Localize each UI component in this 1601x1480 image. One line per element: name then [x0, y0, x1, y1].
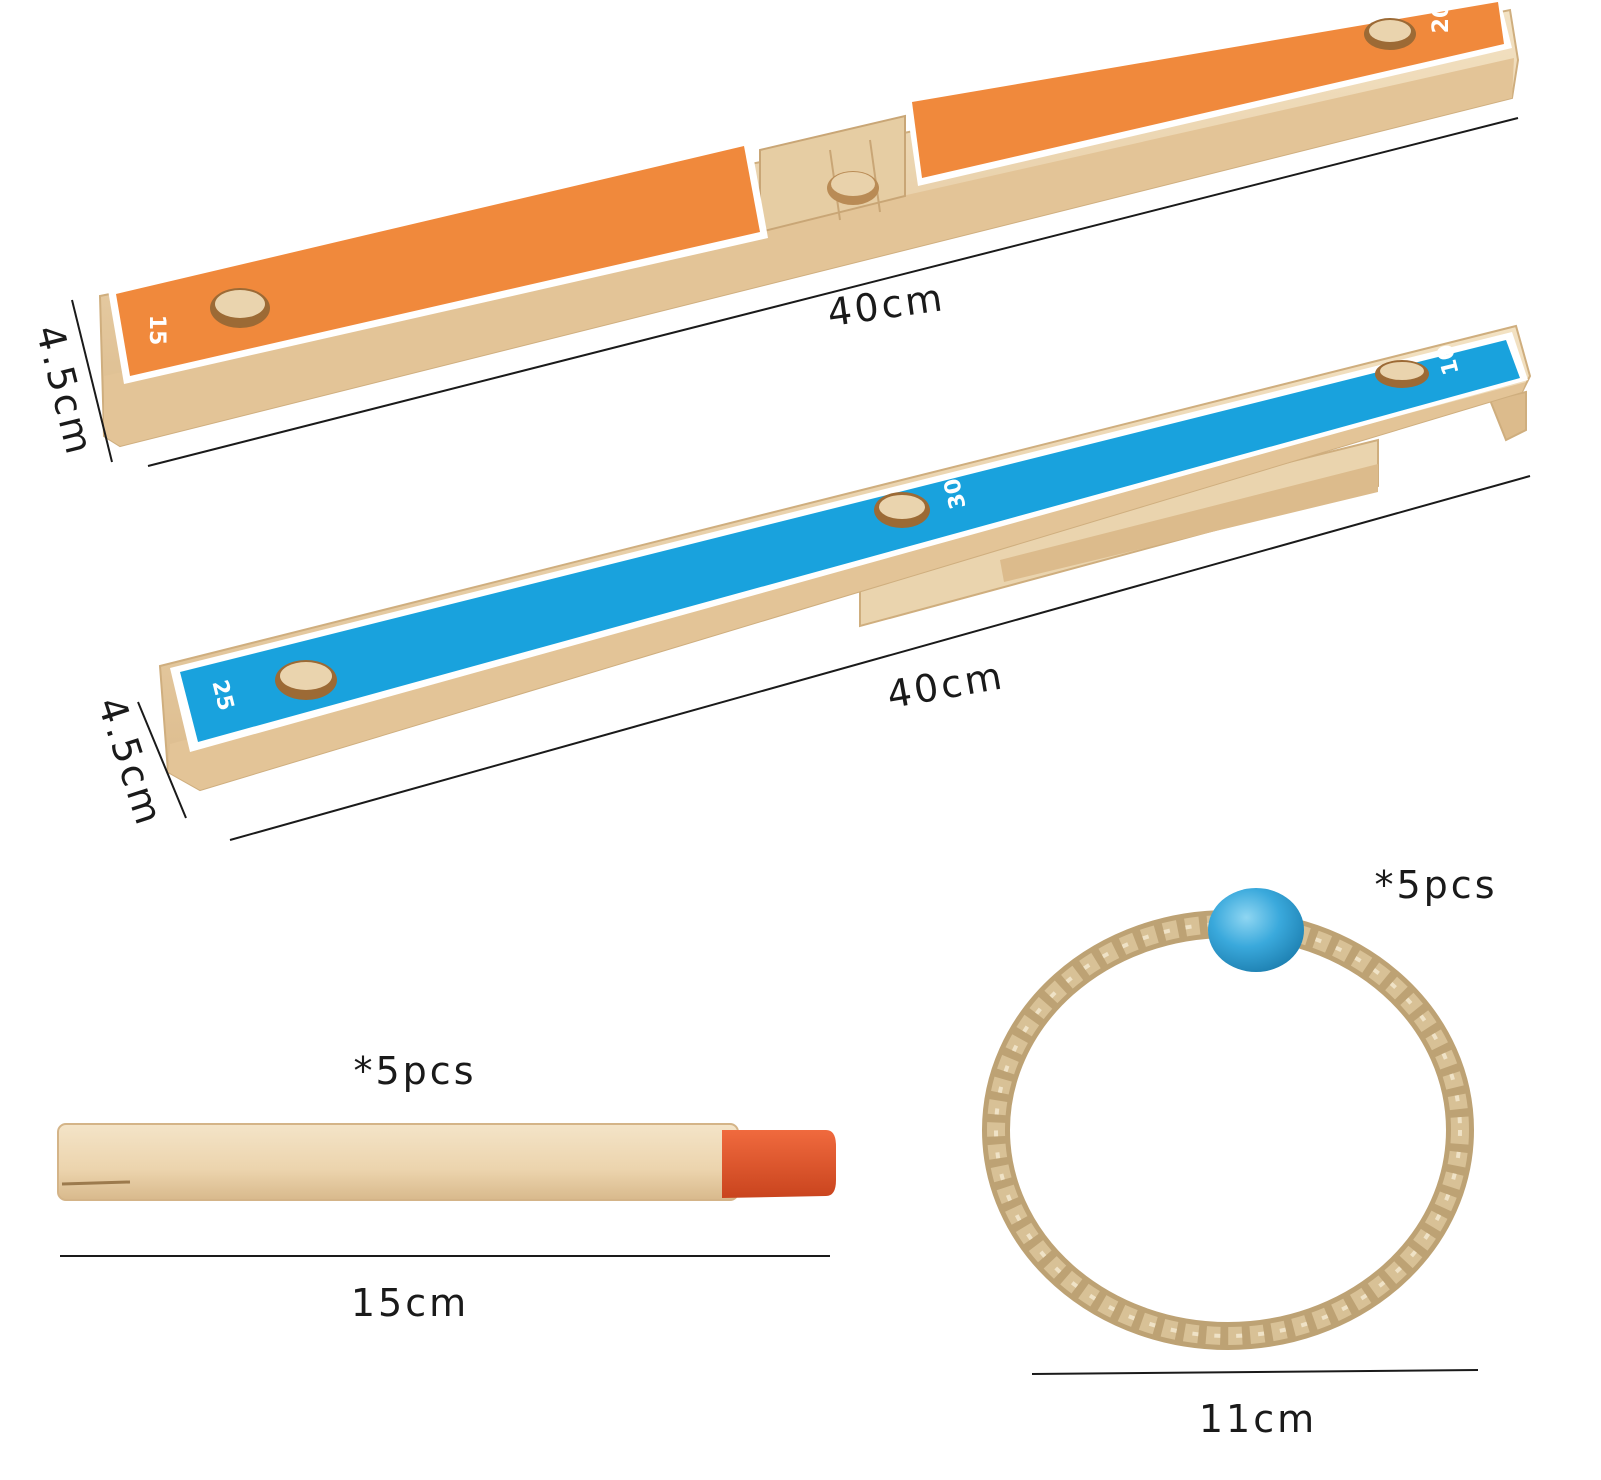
peg-body — [57, 1123, 739, 1201]
board-orange-length-label: 40cm — [825, 275, 948, 335]
peg-slot — [61, 1180, 131, 1186]
board-orange-width-line — [71, 299, 113, 463]
peg-quantity-label: *5pcs — [354, 1049, 477, 1093]
board-blue-panel — [180, 340, 1520, 742]
board-blue-length-label: 40cm — [884, 653, 1008, 717]
ring-bead — [1208, 888, 1304, 972]
board-blue-length-line — [229, 475, 1531, 841]
ring-quantity-label: *5pcs — [1375, 863, 1498, 907]
rope-ring: *5pcs 11cm — [982, 863, 1498, 1441]
board-orange-score-right: 20 — [1429, 3, 1454, 34]
peg-tip — [722, 1130, 836, 1198]
board-orange-right-panel — [912, 2, 1504, 178]
board-blue-front-face — [168, 382, 1526, 790]
board-orange-front-face — [104, 58, 1514, 446]
peg-length-label: 15cm — [351, 1281, 469, 1325]
board-blue-support-b — [1000, 464, 1378, 582]
board-blue: 25 30 10 — [158, 324, 1532, 792]
peg: *5pcs 15cm — [57, 1049, 836, 1325]
board-blue-width-line — [137, 701, 187, 819]
ring-diameter-line — [1031, 1369, 1479, 1375]
ring-rope-highlight — [994, 922, 1462, 1338]
board-orange: 15 20 — [98, 0, 1520, 448]
board-orange-length-line — [147, 117, 1519, 467]
ring-diameter-label: 11cm — [1199, 1397, 1317, 1441]
board-orange-left-panel — [116, 146, 760, 376]
board-blue-width-label: 4.5cm — [89, 692, 172, 832]
board-orange-width-label: 4.5cm — [27, 321, 102, 461]
board-orange-score-left: 15 — [144, 315, 169, 346]
